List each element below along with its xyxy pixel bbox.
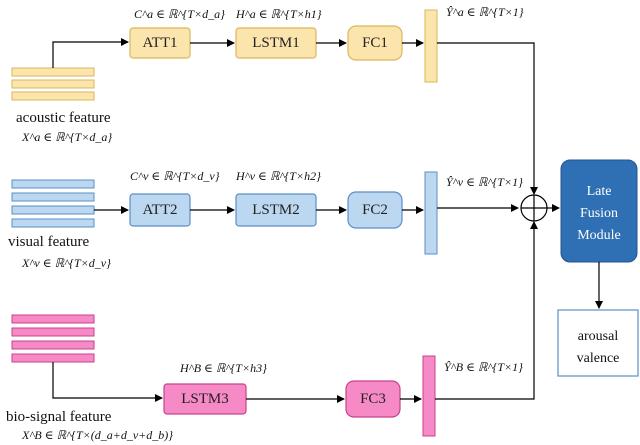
bio-input-arrow <box>52 362 163 402</box>
fusion-line2: Fusion <box>580 206 618 221</box>
att1-label: ATT1 <box>143 35 178 51</box>
visual-feature-label: visual feature <box>8 234 90 250</box>
att1-math: C^a ∈ ℝ^{T×d_a} <box>134 7 225 21</box>
bio-output-bar <box>422 355 436 437</box>
acoustic-input-math: X^a ∈ ℝ^{T×d_a} <box>21 130 112 144</box>
visual-output-bar <box>424 171 438 255</box>
acoustic-input-stack <box>11 67 95 101</box>
acoustic-output-math: Ŷ^a ∈ ℝ^{T×1} <box>446 5 524 19</box>
lstm1-math: H^a ∈ ℝ^{T×h1} <box>235 7 322 21</box>
lstm3-math: H^B ∈ ℝ^{T×h3} <box>179 361 267 375</box>
fc1-label: FC1 <box>362 35 388 51</box>
visual-input-math: X^v ∈ ℝ^{T×d_v} <box>21 256 111 270</box>
bio-feature-label: bio-signal feature <box>6 409 112 425</box>
bio-to-sum-arrow <box>435 221 538 400</box>
output-valence: valence <box>577 351 620 366</box>
visual-output-math: Ŷ^v ∈ ℝ^{T×1} <box>446 175 523 189</box>
lstm2-label: LSTM2 <box>252 202 300 218</box>
bio-input-math: X^B ∈ ℝ^{T×(d_a+d_v+d_b)} <box>21 428 173 442</box>
fusion-line1: Late <box>587 184 612 199</box>
output-arousal: arousal <box>578 329 619 344</box>
acoustic-output-bar <box>424 9 438 83</box>
visual-input-stack <box>11 179 95 228</box>
lstm1-label: LSTM1 <box>252 35 300 51</box>
acoustic-input-arrow <box>52 38 129 68</box>
lstm2-math: H^v ∈ ℝ^{T×h2} <box>235 169 321 183</box>
lstm3-label: LSTM3 <box>181 391 229 407</box>
output-box <box>557 309 639 377</box>
bio-output-math: Ŷ^B ∈ ℝ^{T×1} <box>444 360 523 374</box>
sum-node <box>520 194 548 222</box>
fc3-label: FC3 <box>360 391 386 407</box>
att2-label: ATT2 <box>143 202 178 218</box>
bio-input-stack <box>11 314 95 363</box>
att2-math: C^v ∈ ℝ^{T×d_v} <box>130 169 220 183</box>
acoustic-to-sum-arrow <box>437 42 538 195</box>
fc2-label: FC2 <box>362 202 388 218</box>
fusion-line3: Module <box>577 228 621 243</box>
acoustic-feature-label: acoustic feature <box>16 110 111 126</box>
